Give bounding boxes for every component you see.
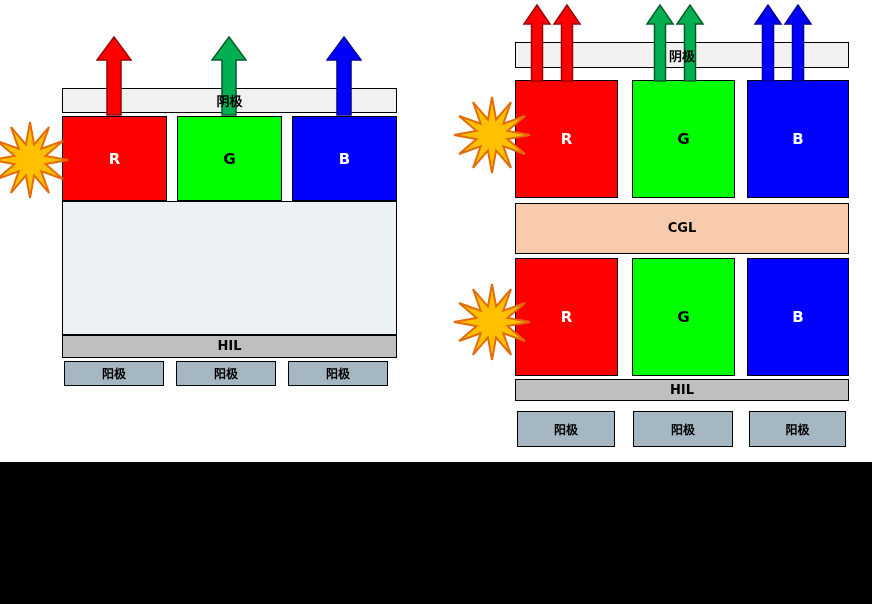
emission-arrow-red-icon xyxy=(96,36,132,116)
right-bottom-blue-eml-label: B xyxy=(792,308,804,326)
emission-arrow-red-icon xyxy=(552,4,582,82)
right-top-green-eml-label: G xyxy=(677,130,690,148)
left-hil-label: HIL xyxy=(217,339,242,354)
right-anode-3-label: 阳极 xyxy=(785,422,810,437)
right-cgl-label: CGL xyxy=(667,221,697,236)
emission-arrow-green-icon xyxy=(211,36,247,116)
starburst-icon xyxy=(0,121,69,199)
left-anode-3: 阳极 xyxy=(288,361,388,386)
right-top-blue-eml: B xyxy=(747,80,849,198)
left-anode-2-label: 阳极 xyxy=(213,367,238,381)
right-hil-layer: HIL xyxy=(515,379,849,401)
emission-arrow-blue-icon xyxy=(326,36,362,116)
left-anode-3-label: 阳极 xyxy=(325,367,350,381)
starburst-icon xyxy=(453,96,531,174)
left-common-layers-box xyxy=(62,201,397,335)
emission-arrow-red-icon xyxy=(522,4,552,82)
left-top-electrode-label: 阴极 xyxy=(216,95,243,110)
right-top-red-eml-label: R xyxy=(560,130,573,148)
right-cgl-layer: CGL xyxy=(515,203,849,254)
right-top-green-eml: G xyxy=(632,80,735,198)
right-hil-label: HIL xyxy=(669,382,694,398)
left-anode-1-label: 阳极 xyxy=(101,367,126,381)
left-blue-eml-label: B xyxy=(338,149,351,168)
left-hil-layer: HIL xyxy=(62,335,397,358)
right-anode-1: 阳极 xyxy=(517,411,615,447)
starburst-icon xyxy=(453,283,531,361)
right-anode-2: 阳极 xyxy=(633,411,733,447)
left-green-eml-label: G xyxy=(223,149,236,168)
left-anode-2: 阳极 xyxy=(176,361,276,386)
right-anode-3: 阳极 xyxy=(749,411,846,447)
bottom-black-band xyxy=(0,462,872,604)
left-red-eml-label: R xyxy=(108,149,121,168)
right-bottom-red-eml-label: R xyxy=(560,308,573,326)
right-bottom-red-eml: R xyxy=(515,258,618,376)
right-bottom-green-eml-label: G xyxy=(677,308,690,326)
emission-arrow-green-icon xyxy=(645,4,675,82)
right-bottom-blue-eml: B xyxy=(747,258,849,376)
right-top-red-eml: R xyxy=(515,80,618,198)
emission-arrow-blue-icon xyxy=(783,4,813,82)
left-red-eml: R xyxy=(62,116,167,201)
emission-arrow-green-icon xyxy=(675,4,705,82)
right-top-blue-eml-label: B xyxy=(792,130,804,148)
emission-arrow-blue-icon xyxy=(753,4,783,82)
left-anode-1: 阳极 xyxy=(64,361,164,386)
right-anode-1-label: 阳极 xyxy=(553,422,578,437)
right-anode-2-label: 阳极 xyxy=(670,422,695,437)
right-bottom-green-eml: G xyxy=(632,258,735,376)
left-green-eml: G xyxy=(177,116,282,201)
left-blue-eml: B xyxy=(292,116,397,201)
right-top-electrode-label: 阴极 xyxy=(668,49,695,65)
